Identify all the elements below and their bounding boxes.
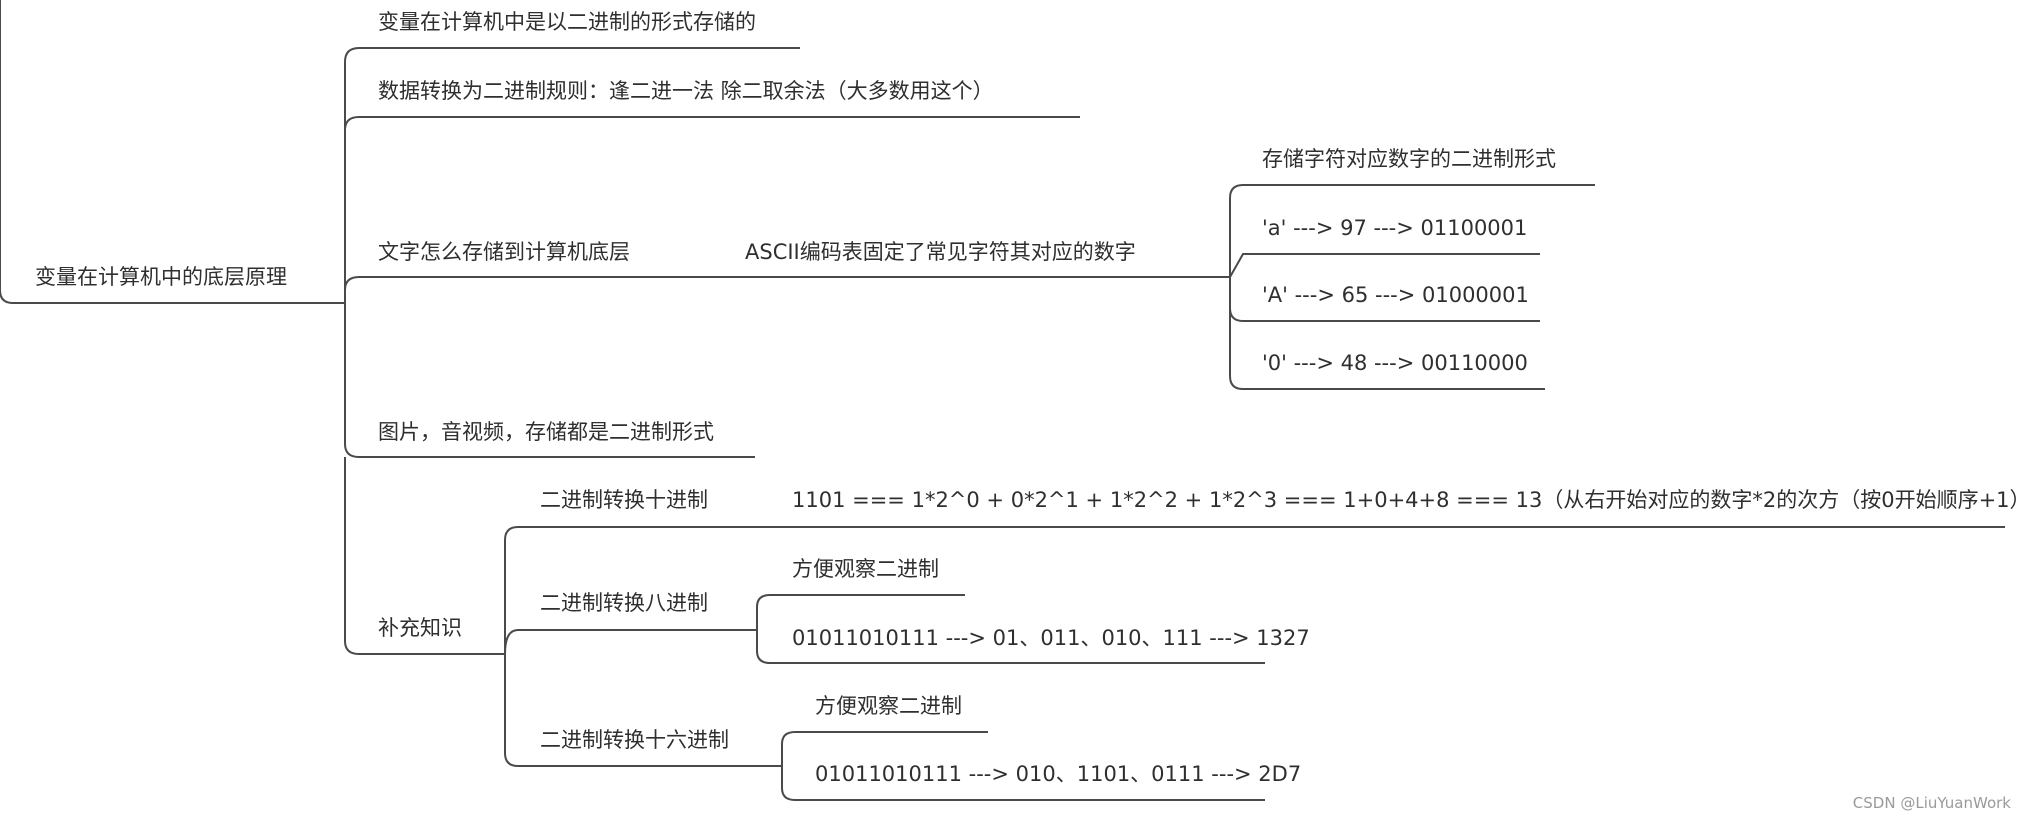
binary-to-decimal-detail: 1101 === 1*2^0 + 0*2^1 + 1*2^2 + 1*2^3 =… (792, 488, 2021, 512)
hex-line (504, 654, 782, 767)
ascii-item-1-line (1229, 253, 1540, 278)
binary-to-hex-node: 二进制转换十六进制 (540, 728, 729, 752)
octal-item: 01011010111 ---> 01、011、010、111 ---> 132… (792, 626, 1310, 650)
ascii-item-3-line (1229, 277, 1545, 390)
branch-storage-binary: 变量在计算机中是以二进制的形式存储的 (378, 10, 756, 34)
octal-line (504, 629, 757, 655)
branch-3-line (344, 276, 1230, 291)
hex-item-0-line (781, 731, 988, 766)
ascii-item-0-line (1229, 184, 1595, 277)
root-node: 变量在计算机中的底层原理 (35, 265, 287, 289)
branch-2-line (344, 116, 1080, 131)
octal-item: 方便观察二进制 (792, 557, 939, 581)
branch-4-line (344, 303, 755, 458)
root-underline (0, 0, 345, 304)
ascii-item: '0' ---> 48 ---> 00110000 (1262, 351, 1528, 375)
hex-item-1-line (781, 766, 1265, 801)
branch-1-line (344, 47, 800, 63)
watermark: CSDN @LiuYuanWork (1852, 794, 2011, 812)
hex-item: 01011010111 ---> 010、1101、0111 ---> 2D7 (815, 762, 1302, 786)
branch-5-line (344, 457, 505, 655)
branch-extra-knowledge: 补充知识 (378, 616, 462, 640)
branch-conversion-rules: 数据转换为二进制规则：逢二进一法 除二取余法（大多数用这个） (378, 79, 994, 103)
binary-to-octal-node: 二进制转换八进制 (540, 591, 708, 615)
octal-item-0-line (756, 594, 965, 630)
ascii-item: 存储字符对应数字的二进制形式 (1262, 147, 1556, 171)
binary-to-decimal-node: 二进制转换十进制 (540, 488, 708, 512)
decimal-line (504, 526, 2005, 654)
ascii-item: 'a' ---> 97 ---> 01100001 (1262, 216, 1528, 240)
branch-text-storage: 文字怎么存储到计算机底层 (378, 240, 630, 264)
octal-item-1-line (756, 630, 1265, 664)
ascii-node: ASCII编码表固定了常见字符其对应的数字 (745, 240, 1136, 264)
hex-item: 方便观察二进制 (815, 694, 962, 718)
branch-media-storage: 图片，音视频，存储都是二进制形式 (378, 420, 714, 444)
ascii-item: 'A' ---> 65 ---> 01000001 (1262, 283, 1529, 307)
